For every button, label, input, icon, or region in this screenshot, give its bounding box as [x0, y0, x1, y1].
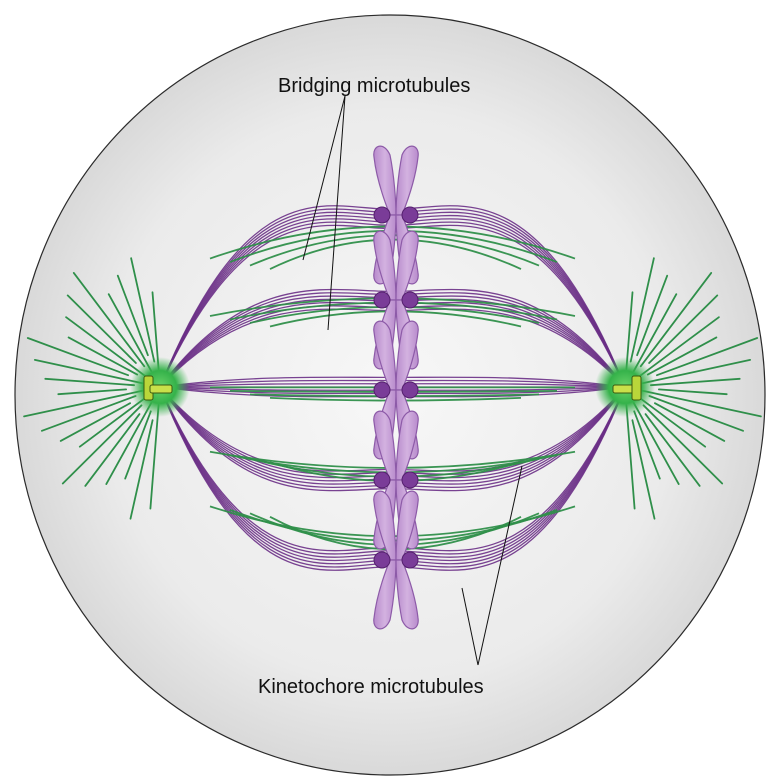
kinetochore-right — [402, 382, 418, 398]
kinetochore-right — [402, 207, 418, 223]
pole-left — [130, 357, 190, 417]
kinetochore-right — [402, 472, 418, 488]
kinetochore-left — [374, 472, 390, 488]
kinetochore-left — [374, 382, 390, 398]
label-kinetochore-microtubules: Kinetochore microtubules — [258, 676, 484, 698]
pole-right — [595, 357, 655, 417]
kinetochore-left — [374, 552, 390, 568]
chromosomes — [374, 146, 418, 629]
kinetochore-right — [402, 292, 418, 308]
label-bridging-microtubules: Bridging microtubules — [278, 75, 470, 97]
kinetochore-left — [374, 207, 390, 223]
kinetochore-left — [374, 292, 390, 308]
kinetochore-right — [402, 552, 418, 568]
